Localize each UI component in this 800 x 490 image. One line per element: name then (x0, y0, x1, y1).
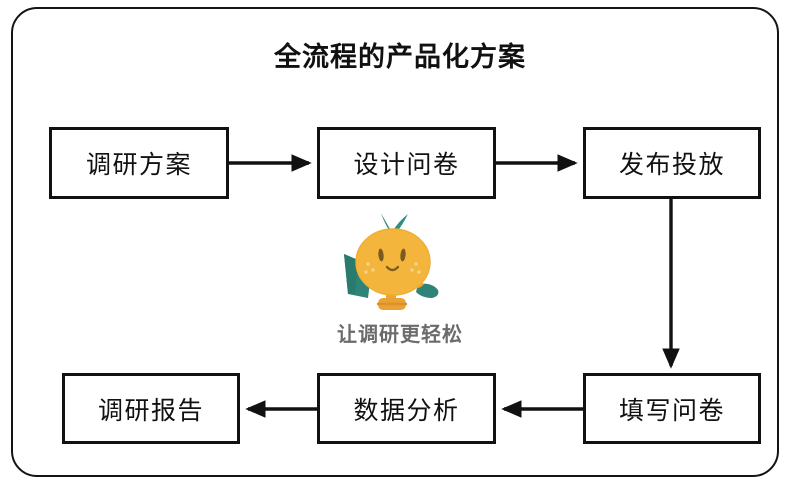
flow-node-fill-survey[interactable]: 填写问卷 (583, 373, 761, 444)
mascot-tagline: 让调研更轻松 (337, 324, 463, 346)
flow-node-research-plan[interactable]: 调研方案 (49, 127, 229, 199)
mascot-block: 让调研更轻松 (300, 210, 500, 355)
flow-node-data-analysis[interactable]: 数据分析 (317, 373, 496, 444)
flow-node-publish[interactable]: 发布投放 (583, 127, 761, 199)
flow-node-research-report[interactable]: 调研报告 (62, 373, 240, 444)
orange-mascot-icon (344, 213, 439, 310)
page-title: 全流程的产品化方案 (274, 42, 526, 72)
flow-node-design-survey[interactable]: 设计问卷 (317, 127, 496, 199)
